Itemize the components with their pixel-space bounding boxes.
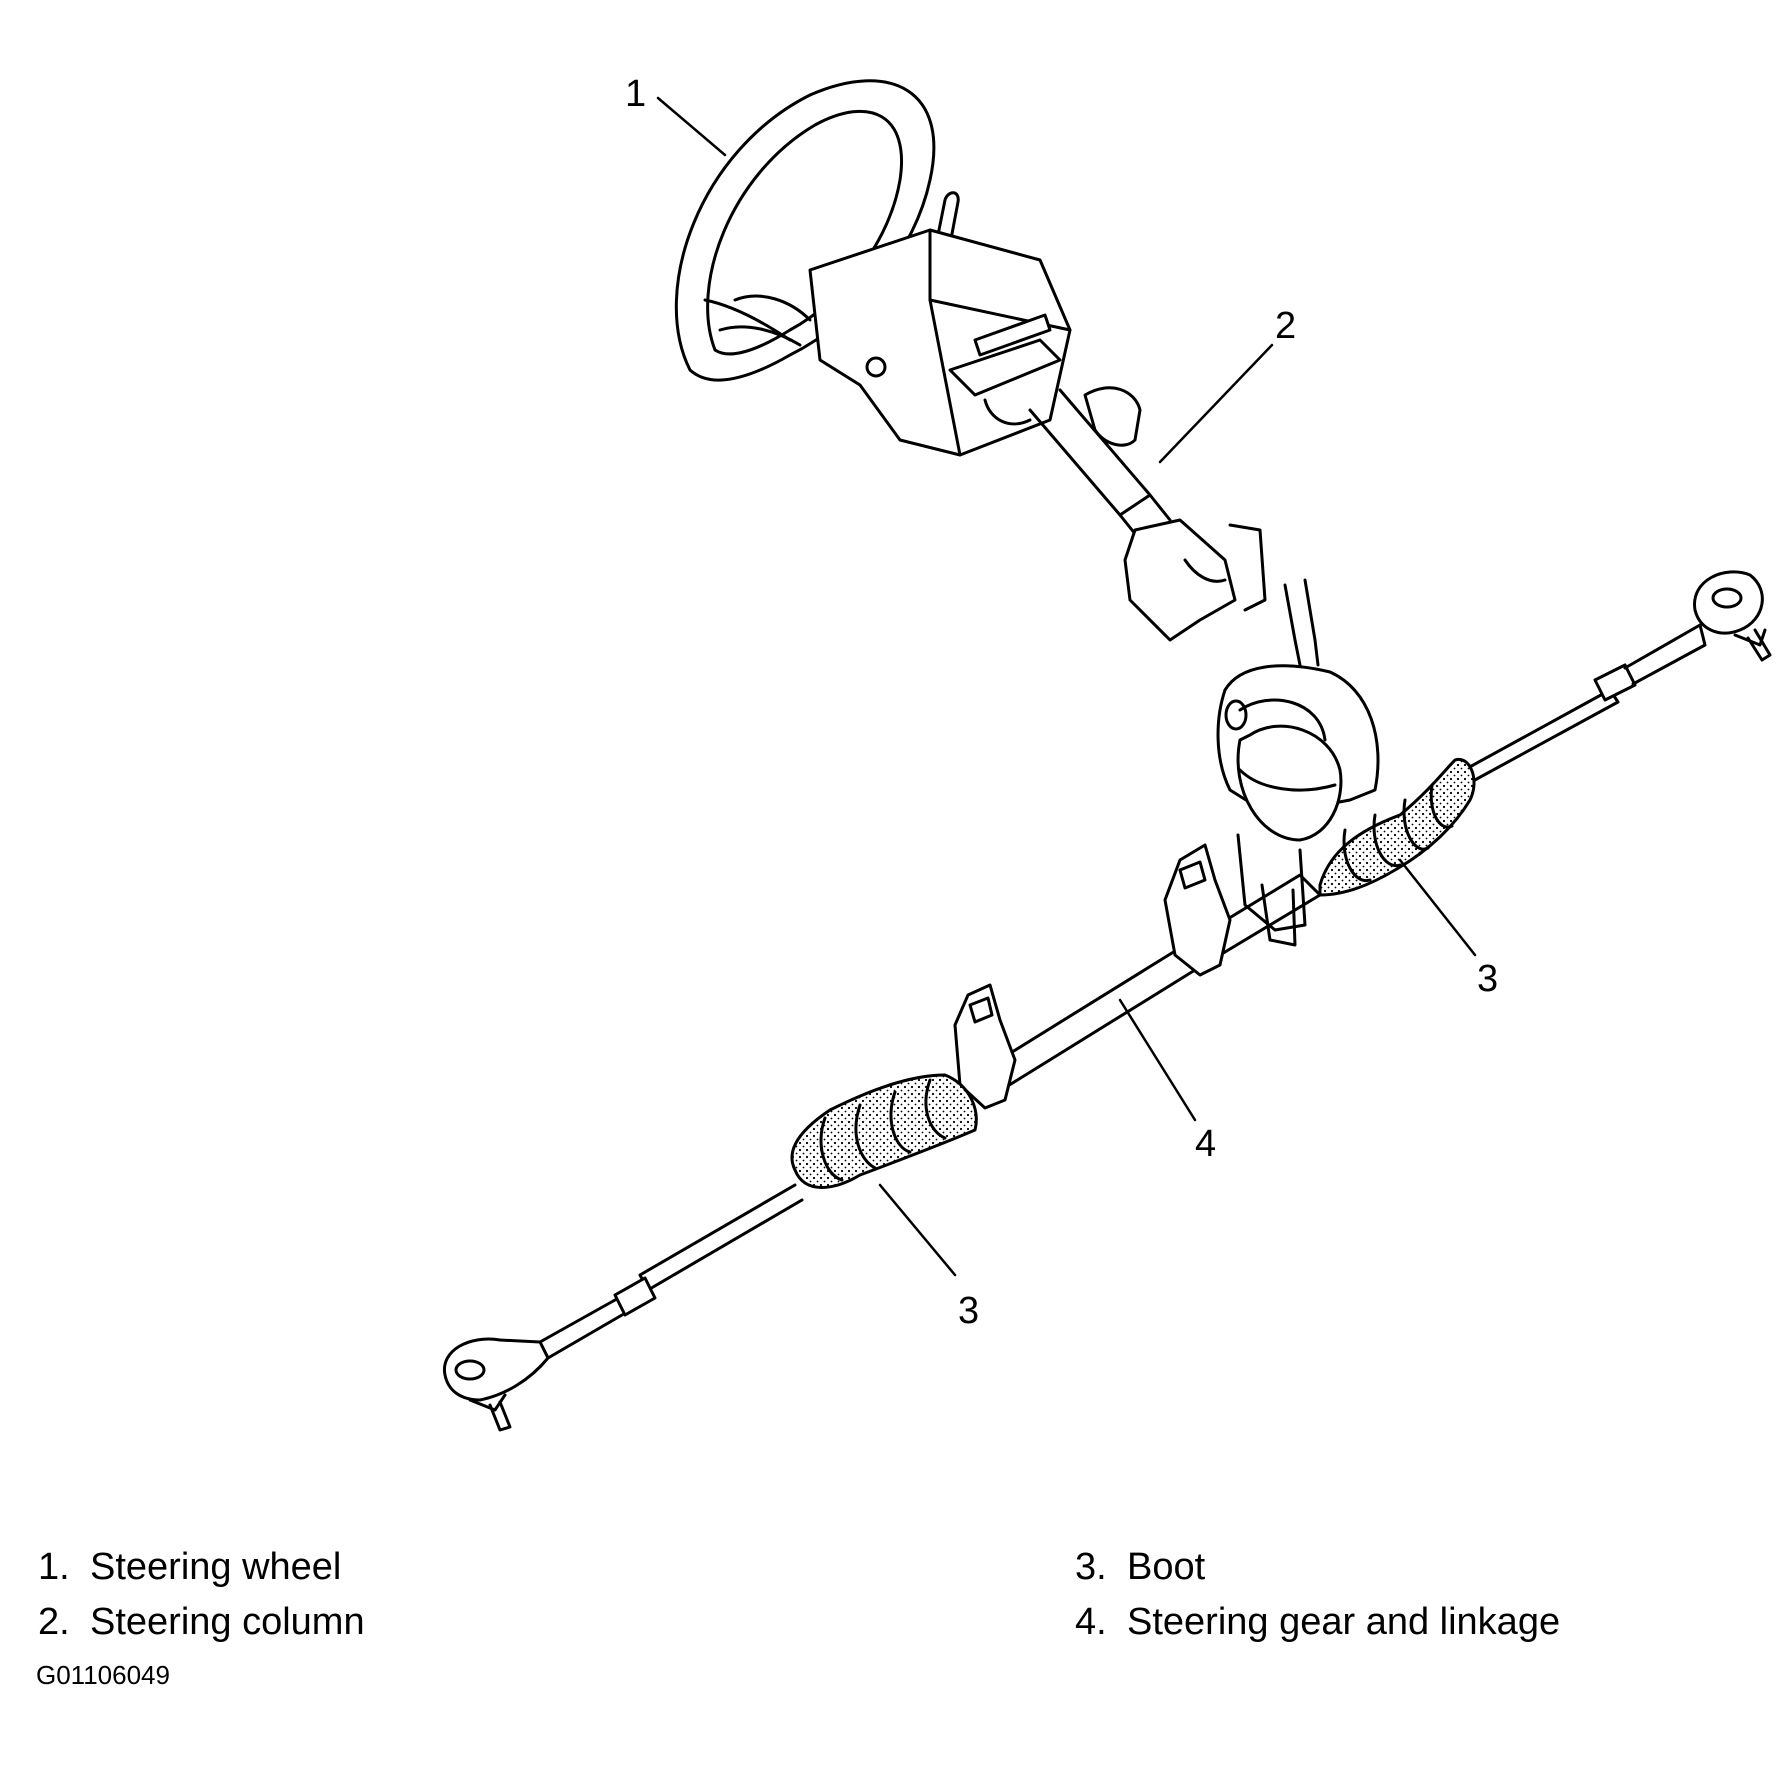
- callout-3-left: 3: [958, 1290, 980, 1332]
- legend-item-3: 3. Boot: [1075, 1548, 1205, 1586]
- left-boot: [790, 1073, 978, 1189]
- rack-tube: [953, 843, 1322, 1110]
- legend-label: Steering wheel: [90, 1546, 342, 1588]
- legend-item-2: 2. Steering column: [38, 1603, 365, 1641]
- legend-label: Steering gear and linkage: [1127, 1601, 1561, 1643]
- steering-column-shaft: [1028, 388, 1320, 667]
- legend-label: Steering column: [90, 1601, 365, 1643]
- callout-3-right: 3: [1477, 958, 1499, 1000]
- callout-4: 4: [1195, 1123, 1217, 1165]
- pinion-housing: [1216, 664, 1380, 947]
- legend-item-1: 1. Steering wheel: [38, 1548, 341, 1586]
- legend-number: 4.: [1075, 1601, 1107, 1643]
- legend-number: 2.: [38, 1601, 70, 1643]
- steering-wheel: [674, 79, 960, 382]
- callout-2: 2: [1275, 305, 1297, 347]
- right-tie-rod: [1453, 570, 1772, 789]
- column-shroud: [808, 228, 1142, 457]
- legend-number: 3.: [1075, 1546, 1107, 1588]
- legend-number: 1.: [38, 1546, 70, 1588]
- figure-id: G01106049: [36, 1660, 170, 1690]
- left-tie-rod: [443, 1183, 804, 1432]
- legend-item-4: 4. Steering gear and linkage: [1075, 1603, 1560, 1641]
- callout-1: 1: [625, 73, 647, 115]
- right-boot: [1318, 757, 1476, 897]
- legend-label: Boot: [1127, 1546, 1206, 1588]
- leader-lines: [656, 96, 1477, 1277]
